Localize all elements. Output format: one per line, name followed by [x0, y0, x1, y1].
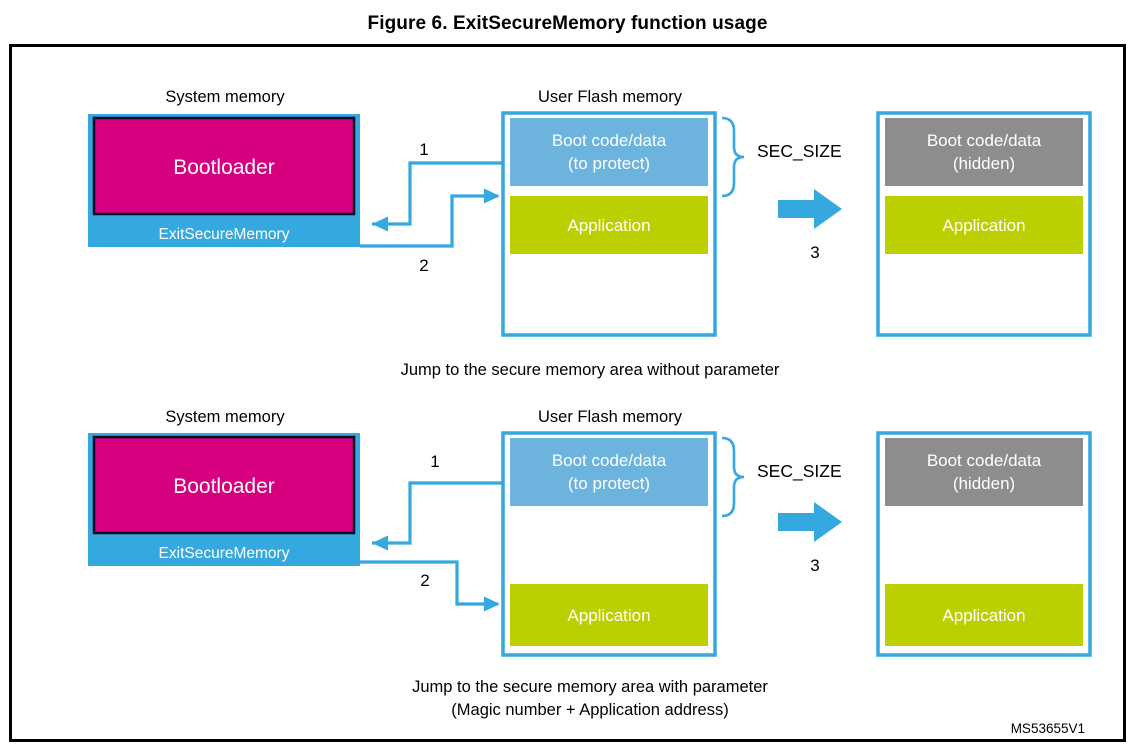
caption-top: Jump to the secure memory area without p…: [401, 361, 780, 379]
caption-bottom-line1: Jump to the secure memory area with para…: [412, 678, 768, 696]
sec-size-label-top: SEC_SIZE: [757, 141, 842, 162]
system-memory-heading-bottom: System memory: [165, 408, 285, 426]
sec-size-label-bottom: SEC_SIZE: [757, 461, 842, 482]
step2-label-top: 2: [419, 256, 428, 275]
step3-label-top: 3: [810, 243, 819, 262]
boot-code-label-line1-top: Boot code/data: [552, 131, 667, 150]
user-flash-heading-bottom: User Flash memory: [538, 408, 683, 426]
application-label-top: Application: [567, 216, 650, 235]
result-boot-label-line1-top: Boot code/data: [927, 131, 1042, 150]
result-application-label-top: Application: [942, 216, 1025, 235]
result-boot-label-line1-bottom: Boot code/data: [927, 451, 1042, 470]
result-boot-label-line2-bottom: (hidden): [953, 474, 1015, 493]
bootloader-label-top: Bootloader: [173, 156, 275, 179]
result-application-label-bottom: Application: [942, 606, 1025, 625]
result-boot-label-line2-top: (hidden): [953, 154, 1015, 173]
document-watermark: MS53655V1: [1011, 721, 1085, 736]
system-memory-heading-top: System memory: [165, 88, 285, 106]
figure-title: Figure 6. ExitSecureMemory function usag…: [367, 13, 768, 34]
step2-label-bottom: 2: [420, 571, 429, 590]
boot-code-label-line1-bottom: Boot code/data: [552, 451, 667, 470]
step3-label-bottom: 3: [810, 556, 819, 575]
user-flash-heading-top: User Flash memory: [538, 88, 683, 106]
caption-bottom-line2: (Magic number + Application address): [451, 701, 728, 719]
step1-label-top: 1: [419, 140, 428, 159]
boot-code-label-line2-bottom: (to protect): [568, 474, 650, 493]
exit-secure-memory-label-top: ExitSecureMemory: [159, 226, 290, 243]
exit-secure-memory-label-bottom: ExitSecureMemory: [159, 545, 290, 562]
application-label-bottom: Application: [567, 606, 650, 625]
step1-label-bottom: 1: [430, 452, 439, 471]
boot-code-label-line2-top: (to protect): [568, 154, 650, 173]
bootloader-label-bottom: Bootloader: [173, 475, 275, 498]
